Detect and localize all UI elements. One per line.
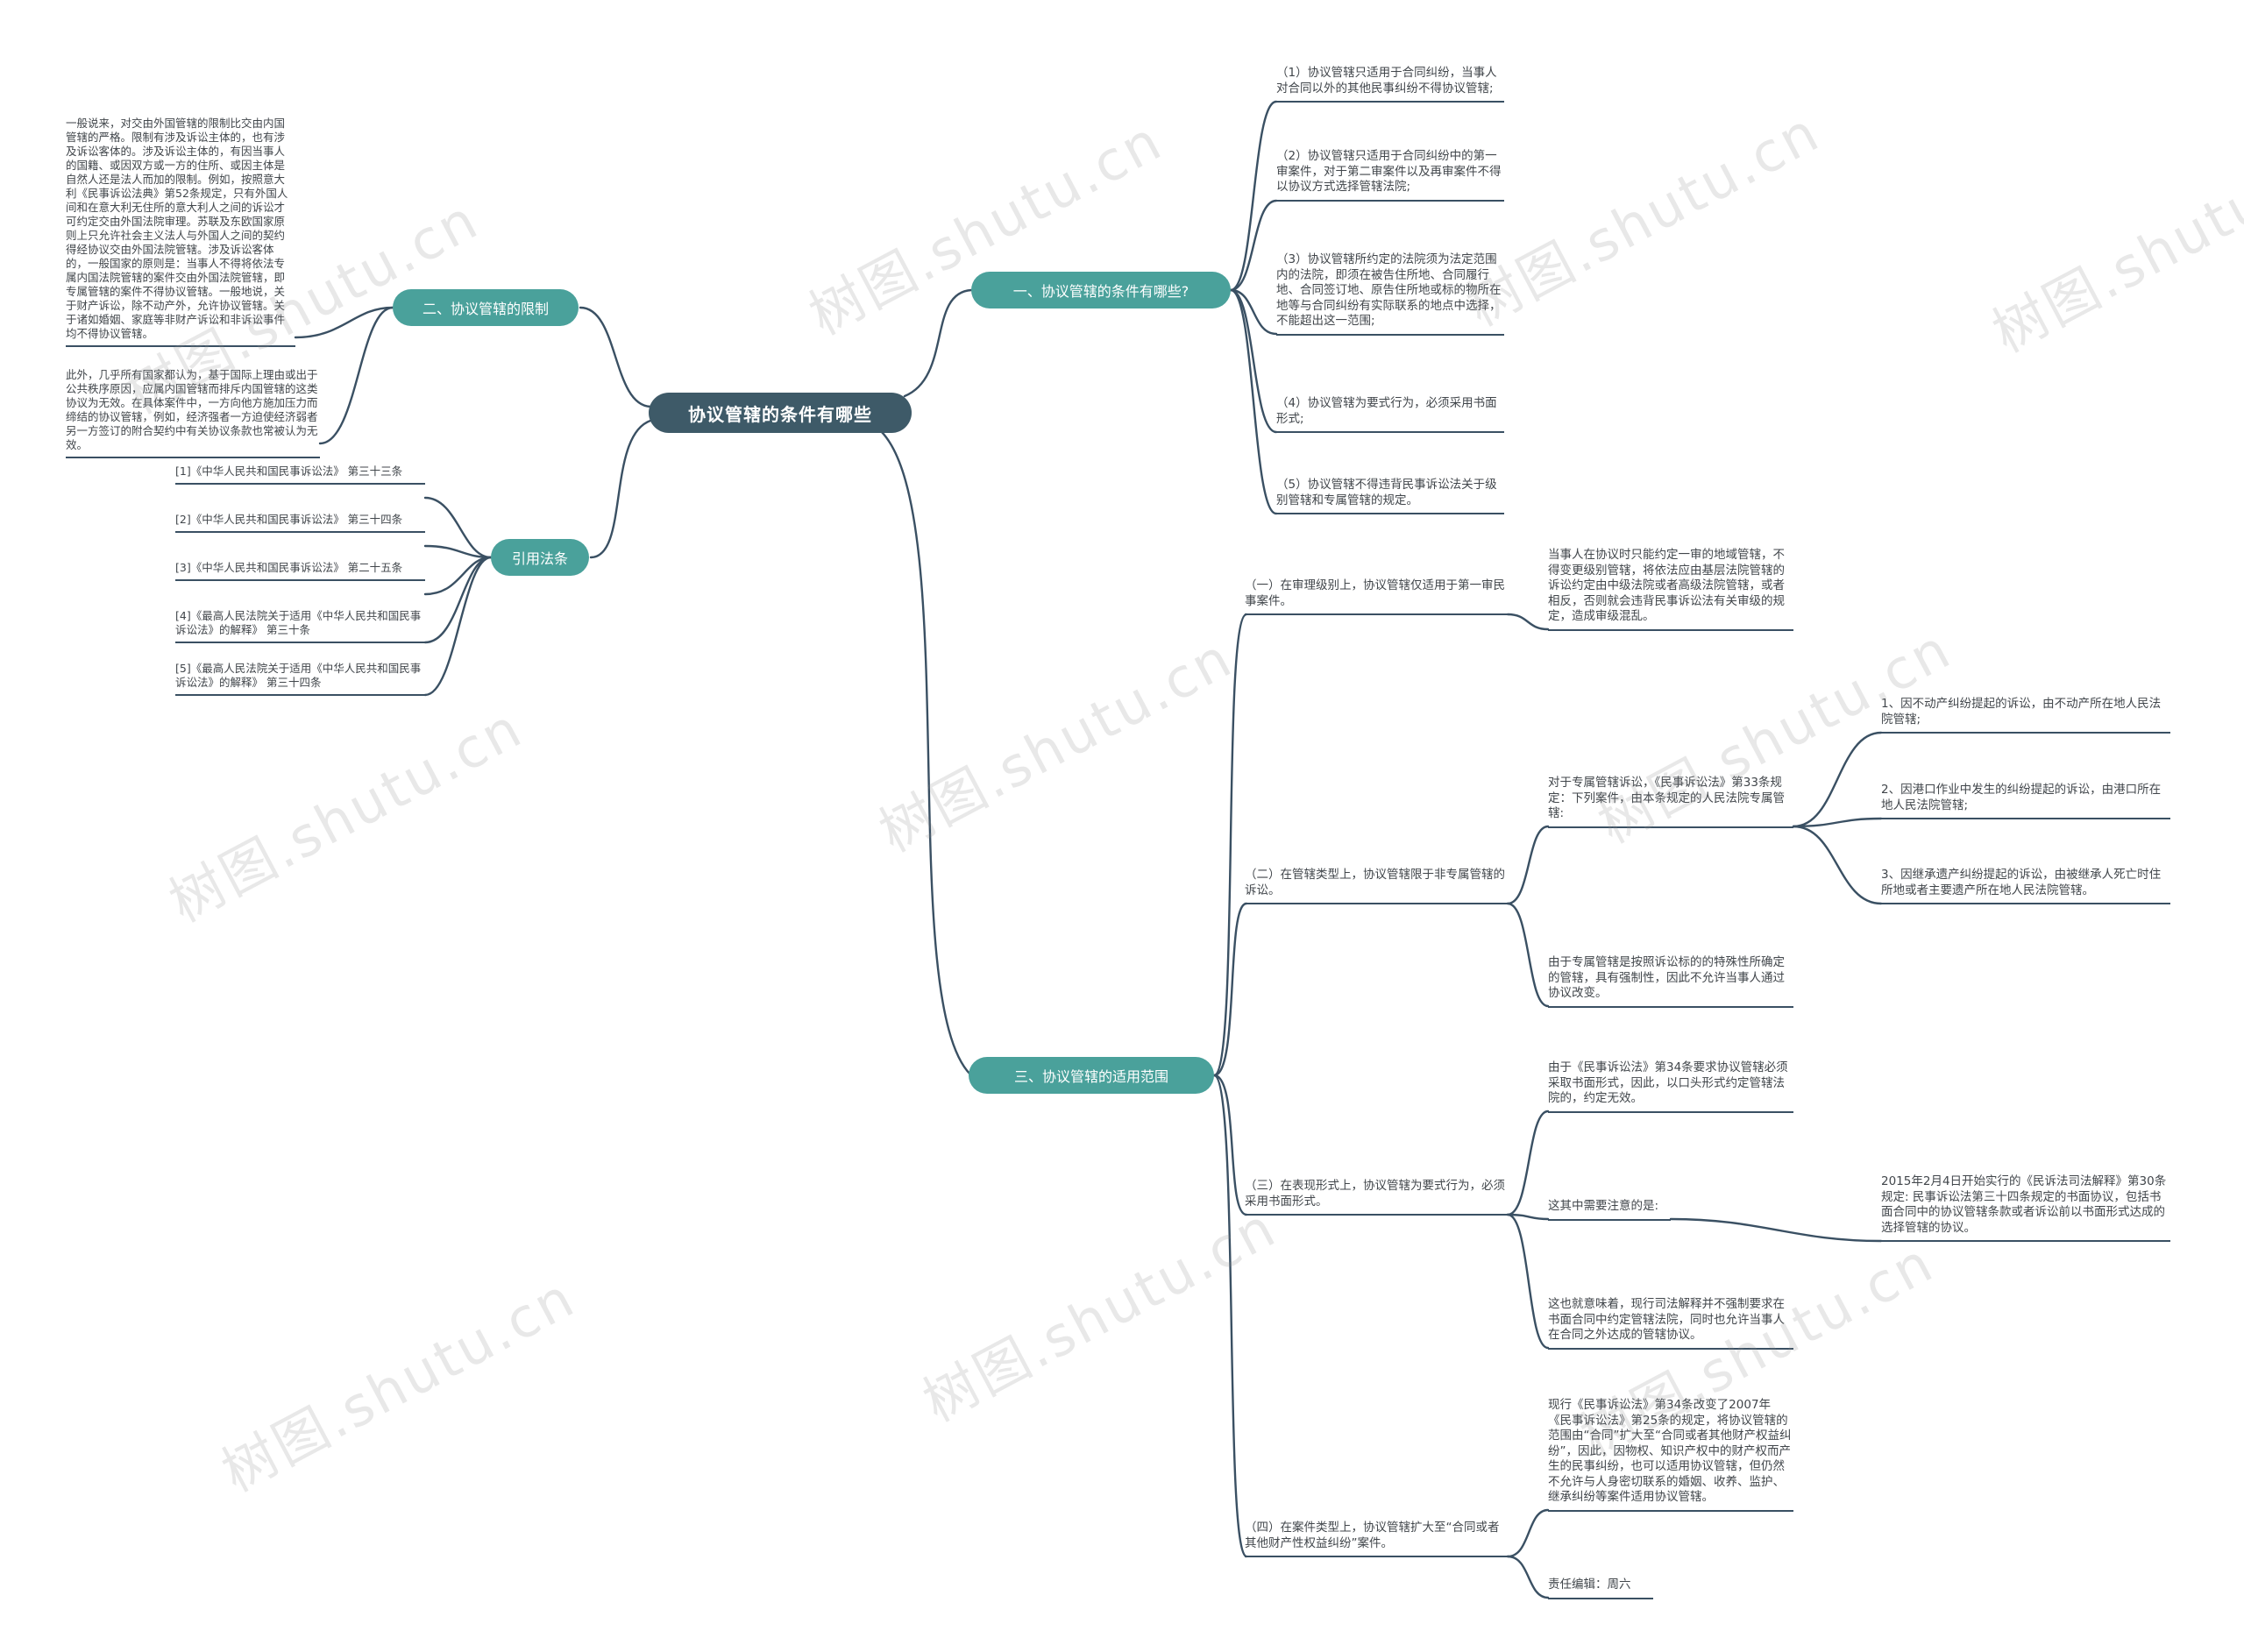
restriction-note-2[interactable]: 此外，几乎所有国家都认为，基于国际上理由或出于公共秩序原因，应属内国管辖而排斥内… xyxy=(66,368,320,458)
exclusive-case-1[interactable]: 1、因不动产纠纷提起的诉讼，由不动产所在地人民法院管辖; xyxy=(1881,697,2170,734)
condition-item-5[interactable]: （5）协议管辖不得违背民事诉讼法关于级别管辖和专属管辖的规定。 xyxy=(1276,478,1504,514)
cited-law-item-3[interactable]: [3]《中华人民共和国民事诉讼法》 第二十五条 xyxy=(175,561,425,581)
scope-section-title-4[interactable]: （四）在案件类型上，协议管辖扩大至“合同或者其他财产性权益纠纷”案件。 xyxy=(1245,1521,1508,1557)
scope-note-attention[interactable]: 这其中需要注意的是: xyxy=(1548,1199,1671,1221)
cited-law-item-2[interactable]: [2]《中华人民共和国民事诉讼法》 第三十四条 xyxy=(175,513,425,533)
scope-note-exclusive-rule[interactable]: 对于专属管辖诉讼，《民事诉讼法》第33条规定：下列案件，由本条规定的人民法院专属… xyxy=(1548,776,1793,828)
scope-note-written-form[interactable]: 由于《民事诉讼法》第34条要求协议管辖必须采取书面形式，因此，以口头形式约定管辖… xyxy=(1548,1060,1793,1113)
central-topic[interactable]: 协议管辖的条件有哪些 xyxy=(649,393,912,433)
cited-law-item-4[interactable]: [4]《最高人民法院关于适用《中华人民共和国民事诉讼法》的解释》 第三十条 xyxy=(175,609,425,643)
scope-note-exclusive-mandatory[interactable]: 由于专属管辖是按照诉讼标的的特殊性所确定的管辖，具有强制性，因此不允许当事人通过… xyxy=(1548,955,1793,1008)
scope-section-title-1[interactable]: （一）在审理级别上，协议管辖仅适用于第一审民事案件。 xyxy=(1245,578,1508,615)
scope-note-case-type[interactable]: 现行《民事诉讼法》第34条改变了2007年《民事诉讼法》第25条的规定，将协议管… xyxy=(1548,1398,1793,1512)
condition-item-1[interactable]: （1）协议管辖只适用于合同纠纷，当事人对合同以外的其他民事纠纷不得协议管辖; xyxy=(1276,66,1504,103)
condition-item-3[interactable]: （3）协议管辖所约定的法院须为法定范围内的法院，即须在被告住所地、合同履行地、合… xyxy=(1276,252,1504,336)
scope-section-title-3[interactable]: （三）在表现形式上，协议管辖为要式行为，必须采用书面形式。 xyxy=(1245,1179,1508,1216)
condition-item-4[interactable]: （4）协议管辖为要式行为，必须采用书面形式; xyxy=(1276,396,1504,433)
branch-topic-cited-laws[interactable]: 引用法条 xyxy=(491,539,589,576)
branch-topic-restrictions[interactable]: 二、协议管辖的限制 xyxy=(393,289,579,326)
exclusive-case-2[interactable]: 2、因港口作业中发生的纠纷提起的诉讼，由港口所在地人民法院管辖; xyxy=(1881,783,2170,819)
scope-note-interpretation-meaning[interactable]: 这也就意味着，现行司法解释并不强制要求在书面合同中约定管辖法院，同时也允许当事人… xyxy=(1548,1297,1793,1350)
cited-law-item-5[interactable]: [5]《最高人民法院关于适用《中华人民共和国民事诉讼法》的解释》 第三十四条 xyxy=(175,662,425,696)
condition-item-2[interactable]: （2）协议管辖只适用于合同纠纷中的第一审案件，对于第二审案件以及再审案件不得以协… xyxy=(1276,149,1504,202)
cited-law-item-1[interactable]: [1]《中华人民共和国民事诉讼法》 第三十三条 xyxy=(175,464,425,485)
restriction-note-1[interactable]: 一般说来，对交由外国管辖的限制比交由内国管辖的严格。限制有涉及诉讼主体的，也有涉… xyxy=(66,117,295,347)
branch-topic-conditions[interactable]: 一、协议管辖的条件有哪些? xyxy=(971,272,1231,308)
editor-note[interactable]: 责任编辑：周六 xyxy=(1548,1578,1653,1599)
exclusive-case-3[interactable]: 3、因继承遗产纠纷提起的诉讼，由被继承人死亡时住所地或者主要遗产所在地人民法院管… xyxy=(1881,868,2170,904)
scope-section-title-2[interactable]: （二）在管辖类型上，协议管辖限于非专属管辖的诉讼。 xyxy=(1245,868,1508,904)
branch-topic-scope[interactable]: 三、协议管辖的适用范围 xyxy=(969,1057,1214,1094)
interpretation-2015-note[interactable]: 2015年2月4日开始实行的《民诉法司法解释》第30条规定: 民事诉讼法第三十四… xyxy=(1881,1174,2170,1242)
scope-note-level[interactable]: 当事人在协议时只能约定一审的地域管辖，不得变更级别管辖，将依法应由基层法院管辖的… xyxy=(1548,548,1793,631)
